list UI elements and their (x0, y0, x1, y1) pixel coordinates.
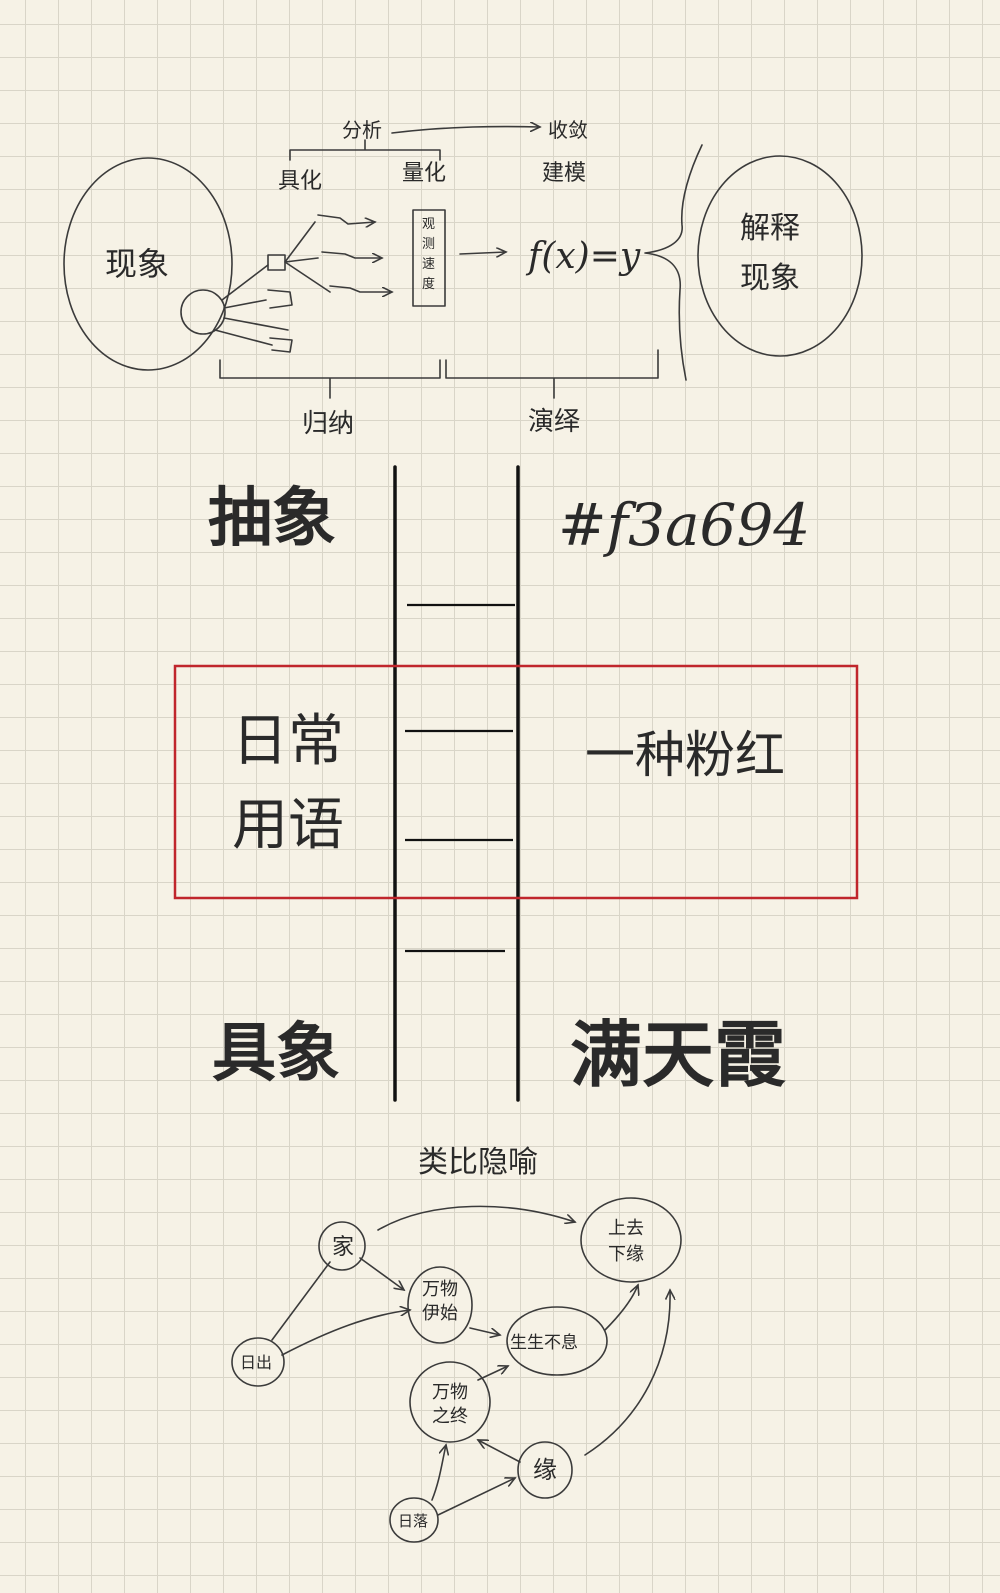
svg-text:万物伊始: 万物伊始 (422, 1279, 458, 1324)
modeling-label: 建模 (542, 161, 586, 186)
explain-label: 解释现象 (740, 211, 800, 296)
highlight-box (173, 664, 859, 900)
abstraction-ladder: 抽象 #f3a694 日常用语 一种粉红 具象 满天霞 (173, 465, 859, 1102)
node-cosmos: 上去下缘 (580, 1197, 682, 1283)
analysis-bracket (289, 139, 441, 161)
measure-box (412, 209, 446, 307)
hex-code: #f3a694 (558, 491, 810, 559)
svg-text:日落: 日落 (398, 1512, 428, 1530)
analysis-arrow (391, 127, 540, 134)
metaphor-arrows (271, 1205, 670, 1516)
svg-text:家: 家 (332, 1235, 354, 1260)
explain-circle (697, 155, 863, 357)
daily-label: 日常用语 (232, 709, 344, 858)
node-life: 生生不息 (506, 1306, 608, 1376)
branch-lines (214, 214, 392, 353)
deduction-bracket (445, 349, 659, 399)
analysis-label: 分析 (342, 118, 382, 142)
metaphor-title: 类比隐喻 (418, 1145, 538, 1180)
deduction-label: 演绎 (528, 407, 580, 437)
phenomenon-label: 现象 (105, 245, 169, 283)
pink-label: 一种粉红 (585, 726, 785, 784)
node-end: 万物之终 (409, 1361, 491, 1443)
metaphor-diagram: 类比隐喻 日出 家 万物伊始 生生不息 万物之终 日落 (231, 1145, 682, 1543)
induction-bracket (219, 359, 441, 399)
svg-text:日出: 日出 (240, 1353, 272, 1372)
node-home: 家 (318, 1221, 366, 1271)
node-sunset: 日落 (389, 1497, 439, 1543)
phenomenon-circle (63, 157, 233, 371)
abstract-label: 抽象 (208, 481, 336, 556)
concrete-label: 具象 (212, 1016, 340, 1091)
svg-text:万物之终: 万物之终 (432, 1382, 468, 1427)
measure-arrow (459, 252, 506, 254)
top-diagram: 现象 分析 收敛 具化 量化 建模 观测速度 (63, 118, 863, 439)
measure-box-text: 观测速度 (422, 217, 435, 292)
quantify-label: 量化 (402, 161, 446, 186)
svg-text:上去下缘: 上去下缘 (608, 1218, 644, 1265)
formula: f(x)=y (525, 236, 641, 277)
small-circle (180, 289, 226, 335)
induction-label: 归纳 (302, 409, 354, 439)
svg-text:生生不息: 生生不息 (510, 1333, 578, 1353)
convergence-label: 收敛 (548, 118, 588, 142)
node-begin: 万物伊始 (407, 1266, 473, 1344)
concrete-value: 满天霞 (570, 1012, 786, 1097)
node-bond: 缘 (517, 1441, 573, 1499)
svg-text:缘: 缘 (533, 1456, 557, 1484)
node-sunrise: 日出 (231, 1337, 285, 1387)
concretize-label: 具化 (278, 169, 322, 194)
brace (644, 144, 703, 381)
